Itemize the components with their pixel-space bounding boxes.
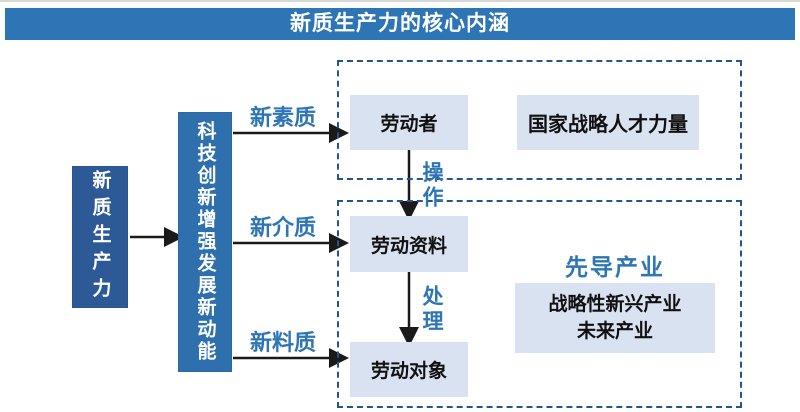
node-laborer: 劳动者: [350, 95, 468, 150]
branch-label-new-quality: 新素质: [249, 105, 316, 130]
title-banner: 新质生产力的核心内涵: [5, 8, 795, 40]
leading-industry-heading: 先导产业: [565, 254, 665, 280]
flow-label-operate: 操作: [420, 161, 443, 211]
source-box: 新质生产力: [72, 166, 128, 308]
node-labor-objects: 劳动对象: [350, 342, 468, 397]
driver-box: 科技创新增强发展新动能: [178, 112, 232, 372]
node-labor-materials: 劳动资料: [350, 216, 468, 272]
driver-box-label: 科技创新增强发展新动能: [194, 121, 216, 363]
page-title: 新质生产力的核心内涵: [290, 12, 510, 35]
node-national-talent: 国家战略人才力量: [517, 95, 699, 150]
flow-label-process: 处理: [420, 285, 443, 335]
strategic-industries-line2: 未来产业: [576, 321, 653, 342]
strategic-industries-line1: 战略性新兴产业: [548, 294, 682, 315]
industry-group-frame: [337, 200, 742, 408]
node-strategic-industries: 战略性新兴产业 未来产业: [515, 283, 715, 353]
branch-label-new-material: 新料质: [249, 330, 316, 355]
source-box-label: 新质生产力: [89, 169, 111, 305]
branch-label-new-medium: 新介质: [249, 215, 316, 240]
labor-group-frame: [337, 60, 742, 180]
top-divider-line: [0, 0, 800, 2]
